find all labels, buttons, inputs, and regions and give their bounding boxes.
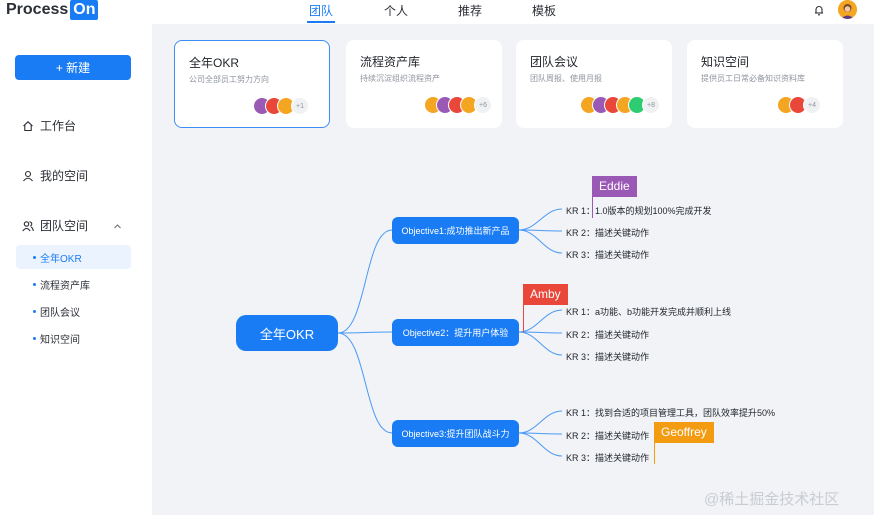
card-title: 流程资产库 — [360, 55, 421, 69]
main-content: 全年OKR 公司全部员工努力方向 +1 流程资产库 持续沉淀组织流程资产 +6 … — [152, 24, 874, 515]
space-card-process-library[interactable]: 流程资产库 持续沉淀组织流程资产 +6 — [346, 40, 502, 128]
collaborator-flag-eddie: Eddie — [592, 176, 637, 197]
kr-node[interactable]: KR 1：找到合适的项目管理工具，团队效率提升50% — [566, 408, 776, 418]
member-count: +1 — [291, 97, 309, 115]
new-button[interactable]: + 新建 — [15, 55, 131, 80]
collaborator-flag-amby: Amby — [523, 284, 568, 305]
user-avatar[interactable] — [838, 0, 857, 19]
sidebar-subitem-team-meeting[interactable]: 团队会议 — [16, 299, 131, 323]
card-description: 持续沉淀组织流程资产 — [360, 74, 440, 83]
card-title: 团队会议 — [530, 55, 579, 69]
sidebar-subitem-process-library[interactable]: 流程资产库 — [16, 272, 131, 296]
sidebar-subitem-okr[interactable]: 全年OKR — [16, 245, 131, 269]
card-description: 提供员工日常必备知识资料库 — [701, 74, 805, 83]
logo-text: Process — [6, 1, 69, 18]
member-avatars: +6 — [424, 96, 492, 114]
kr-node[interactable]: KR 1：1.0版本的规划100%完成开发 — [566, 206, 712, 216]
bell-icon[interactable] — [812, 3, 826, 17]
tab-templates[interactable]: 模板 — [532, 4, 557, 18]
kr-node[interactable]: KR 3：描述关键动作 — [566, 250, 650, 260]
cursor-pole-eddie — [592, 176, 593, 218]
user-icon — [23, 170, 33, 181]
sidebar-item-workbench[interactable]: 工作台 — [22, 117, 76, 134]
space-card-knowledge-space[interactable]: 知识空间 提供员工日常必备知识资料库 +4 — [687, 40, 843, 128]
member-count: +4 — [803, 96, 821, 114]
top-bar: Process On 团队 个人 推荐 模板 — [0, 0, 874, 24]
chevron-up-icon[interactable] — [113, 222, 122, 231]
space-card-okr[interactable]: 全年OKR 公司全部员工努力方向 +1 — [174, 40, 330, 128]
sidebar-item-label: 团队空间 — [40, 219, 89, 233]
tab-team[interactable]: 团队 — [309, 4, 334, 18]
card-description: 团队周报、使用月报 — [530, 74, 602, 83]
kr-node[interactable]: KR 2：描述关键动作 — [566, 431, 650, 441]
subitem-label: 全年OKR — [40, 253, 82, 265]
member-count: +8 — [642, 96, 660, 114]
mindmap-connectors — [337, 208, 563, 457]
cursor-pole-geoffrey — [654, 422, 655, 464]
sidebar-item-team-space[interactable]: 团队空间 — [22, 217, 88, 234]
subitem-label: 知识空间 — [40, 334, 80, 346]
kr-node[interactable]: KR 2：描述关键动作 — [566, 228, 650, 238]
tab-recommend[interactable]: 推荐 — [458, 4, 483, 18]
member-count: +6 — [474, 96, 492, 114]
tab-personal[interactable]: 个人 — [384, 4, 409, 18]
sidebar-item-label: 我的空间 — [40, 169, 89, 183]
kr-node[interactable]: KR 3：描述关键动作 — [566, 453, 650, 463]
subitem-label: 团队会议 — [40, 307, 80, 319]
sidebar-item-label: 工作台 — [40, 119, 77, 133]
member-avatars: +4 — [777, 96, 821, 114]
watermark: @稀土掘金技术社区 — [704, 491, 840, 508]
team-icon — [22, 220, 34, 231]
logo-badge: On — [70, 0, 99, 20]
home-icon — [23, 120, 33, 131]
kr-node[interactable]: KR 1：a功能、b功能开发完成并顺利上线 — [566, 307, 732, 317]
kr-node[interactable]: KR 3：描述关键动作 — [566, 352, 650, 362]
objective-node-1[interactable]: Objective1:成功推出新产品 — [392, 217, 519, 244]
processon-logo[interactable]: Process On — [6, 0, 99, 20]
sidebar-item-my-space[interactable]: 我的空间 — [22, 167, 88, 184]
subitem-label: 流程资产库 — [40, 280, 90, 292]
card-title: 全年OKR — [189, 56, 240, 70]
card-title: 知识空间 — [701, 55, 750, 69]
mindmap-root-node[interactable]: 全年OKR — [236, 315, 338, 351]
collaborator-flag-geoffrey: Geoffrey — [654, 422, 714, 443]
objective-node-3[interactable]: Objective3:提升团队战斗力 — [392, 420, 519, 447]
top-nav: 团队 个人 推荐 模板 — [0, 0, 874, 24]
kr-node[interactable]: KR 2：描述关键动作 — [566, 330, 650, 340]
member-avatars: +1 — [253, 97, 309, 115]
card-description: 公司全部员工努力方向 — [189, 75, 269, 84]
cursor-pole-amby — [523, 284, 524, 332]
active-tab-indicator — [307, 21, 335, 23]
objective-node-2[interactable]: Objective2：提升用户体验 — [392, 319, 519, 346]
sidebar-subitem-knowledge-space[interactable]: 知识空间 — [16, 326, 131, 350]
space-card-team-meeting[interactable]: 团队会议 团队周报、使用月报 +8 — [516, 40, 672, 128]
member-avatars: +8 — [580, 96, 660, 114]
sidebar: + 新建 工作台 我的空间 团队空间 全年OKR 流程资产库 团队会议 知识空间 — [0, 24, 152, 515]
